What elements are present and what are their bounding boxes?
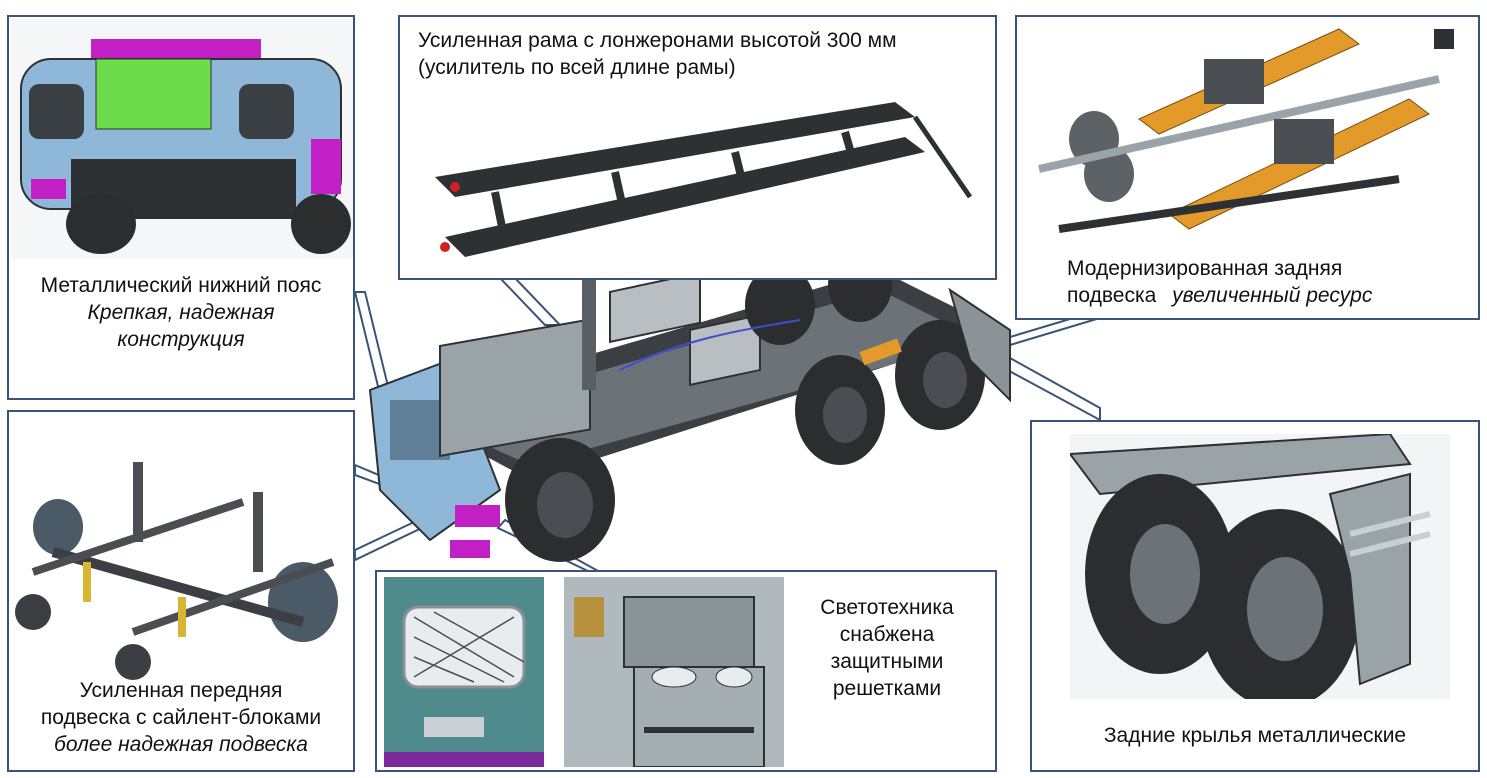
panel-frame: Усиленная рама с лонжеронами высотой 300… <box>398 15 997 280</box>
rear-light-grille-image <box>564 577 784 767</box>
front-bumper-image <box>11 19 353 259</box>
front-belt-line3: конструкция <box>117 328 245 351</box>
front-suspension-line1: Усиленная передняя <box>79 679 283 702</box>
front-belt-line2: Крепкая, надежная <box>87 301 275 324</box>
frame-line1: Усиленная рама с лонжеронами высотой 300… <box>418 29 897 52</box>
frame-caption: Усиленная рама с лонжеронами высотой 300… <box>418 27 988 81</box>
lighting-line4: решетками <box>832 677 942 700</box>
rear-fenders-line1: Задние крылья металлические <box>1103 724 1407 747</box>
rear-suspension-line1: Модернизированная задняя <box>1067 257 1343 280</box>
panel-rear-fenders: Задние крылья металлические <box>1030 420 1480 772</box>
front-suspension-image <box>15 462 338 680</box>
lighting-line1: Светотехника <box>820 596 954 619</box>
rear-fender-image <box>1070 434 1450 699</box>
front-suspension-line2: подвеска с сайлент-блоками <box>40 706 322 729</box>
front-belt-line1: Металлический нижний пояс <box>40 274 322 297</box>
front-belt-caption: Металлический нижний пояс Крепкая, надеж… <box>9 272 353 353</box>
headlight-grille-image <box>384 577 544 767</box>
rear-suspension-caption: Модернизированная задняя подвеска увелич… <box>1067 255 1477 309</box>
lighting-caption: Светотехника снабжена защитными решеткам… <box>787 594 987 702</box>
frame-line2: (усилитель по всей длине рамы) <box>418 56 736 79</box>
frame-image <box>435 102 973 257</box>
rear-suspension-line2-prefix: подвеска <box>1067 284 1157 307</box>
front-suspension-line3: более надежная подвеска <box>54 733 308 756</box>
lighting-line3: защитными <box>830 650 944 673</box>
panel-front-suspension: Усиленная передняя подвеска с сайлент-бл… <box>7 410 355 772</box>
rear-fenders-caption: Задние крылья металлические <box>1032 722 1478 749</box>
panel-rear-suspension: Модернизированная задняя подвеска увелич… <box>1015 15 1480 320</box>
rear-suspension-line2-italic: увеличенный ресурс <box>1172 284 1373 307</box>
truck-chassis-illustration <box>360 250 1020 570</box>
panel-lighting: Светотехника снабжена защитными решеткам… <box>375 570 997 772</box>
panel-front-lower-belt: Металлический нижний пояс Крепкая, надеж… <box>7 15 355 400</box>
lighting-line2: снабжена <box>839 623 935 646</box>
rear-suspension-image <box>1019 19 1478 259</box>
front-suspension-caption: Усиленная передняя подвеска с сайлент-бл… <box>9 677 353 758</box>
